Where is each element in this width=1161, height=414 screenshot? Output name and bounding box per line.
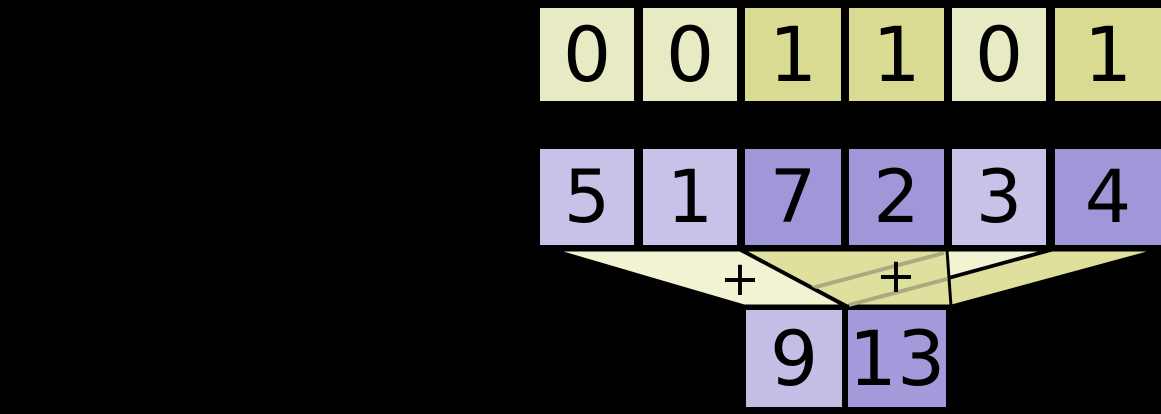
mask-bit: 1 [768, 9, 818, 99]
value-digit: 5 [563, 154, 611, 240]
value-cell-4: 2 [846, 146, 947, 248]
mask-bit: 1 [872, 9, 921, 99]
mask-cell-1: 0 [537, 5, 637, 104]
value-digit: 4 [1084, 154, 1132, 240]
mask-cell-6: 1 [1052, 5, 1161, 104]
mask-cell-3: 1 [742, 5, 844, 104]
mask-cell-4: 1 [846, 5, 947, 104]
mask-bit: 0 [665, 9, 715, 99]
hidden-band-edge-right [848, 277, 948, 307]
mask-bit: 1 [1083, 9, 1133, 99]
value-cell-3: 7 [742, 146, 844, 248]
value-cell-2: 1 [640, 146, 740, 248]
result-digit: 9 [769, 313, 819, 403]
plus-operator-masked: + [875, 248, 917, 304]
mask-bit: 0 [562, 9, 612, 99]
value-digit: 2 [873, 154, 920, 240]
funnel-band-unmasked-left [552, 248, 846, 308]
mask-cell-5: 0 [949, 5, 1049, 104]
result-cell-unmasked-sum: 9 [743, 307, 845, 410]
value-digit: 7 [769, 154, 817, 240]
plus-operator-unmasked: + [719, 251, 761, 307]
result-cell-masked-sum: 13 [845, 307, 949, 410]
value-digit: 1 [666, 154, 714, 240]
value-cell-1: 5 [537, 146, 637, 248]
value-cell-6: 4 [1052, 146, 1161, 248]
mask-bit: 0 [974, 9, 1024, 99]
mask-cell-2: 0 [640, 5, 740, 104]
value-cell-5: 3 [949, 146, 1049, 248]
result-digit: 13 [848, 313, 946, 403]
value-digit: 3 [975, 154, 1023, 240]
